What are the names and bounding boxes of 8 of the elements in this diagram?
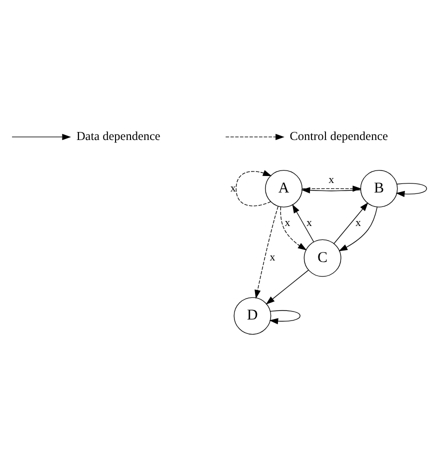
edge-label: x <box>284 216 290 229</box>
legend-label: Control dependence <box>290 128 388 143</box>
edge-label: x <box>356 216 361 229</box>
edge-label: x <box>230 182 236 194</box>
edge-label: x <box>328 174 334 186</box>
edge-label: x <box>270 252 276 264</box>
legend-label: Data dependence <box>76 128 160 143</box>
edge-label: x <box>306 216 312 229</box>
